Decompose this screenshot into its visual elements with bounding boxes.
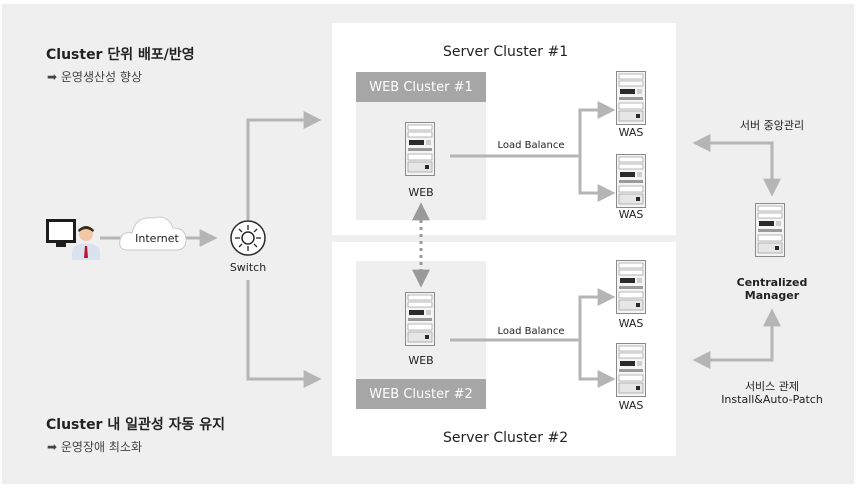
was-server-2a-icon [616, 260, 646, 318]
internet-label: Internet [135, 232, 179, 245]
bottom-note-sub-text: 운영장애 최소화 [60, 440, 142, 454]
lb1-to-was2-arrow [578, 156, 616, 202]
web-2-label: WEB [408, 354, 434, 367]
web-1-label: WEB [408, 186, 434, 199]
was-1b-label: WAS [618, 208, 644, 221]
internet-cloud-icon [119, 216, 187, 251]
was-server-2b-icon [616, 343, 646, 401]
lb2-to-was2-arrow [578, 340, 616, 388]
was-1a-label: WAS [618, 126, 644, 139]
manager-name-line2: Manager [744, 289, 800, 302]
load-balance-1-label: Load Balance [497, 140, 565, 151]
top-note-title: Cluster 단위 배포/반영 [46, 47, 195, 63]
top-note-sub-text: 운영생산성 향상 [60, 70, 142, 84]
web-cluster-2-band: WEB Cluster #2 [356, 379, 486, 409]
bottom-note-title: Cluster 내 일관성 자동 유지 [46, 417, 226, 433]
lb2-to-was1-arrow [578, 288, 616, 340]
manager-server-icon [755, 203, 785, 261]
switch-to-cluster2-arrow [246, 280, 322, 388]
bottom-note-sub: ➡ 운영장애 최소화 [47, 438, 142, 455]
switch-label: Switch [229, 261, 267, 274]
switch-to-cluster1-arrow [246, 111, 322, 220]
manager-name-line1: Centralized [736, 276, 808, 289]
web-server-2-icon [405, 292, 435, 350]
was-server-1a-icon [616, 71, 646, 129]
web-server-1-icon [405, 122, 435, 180]
top-note-sub: ➡ 운영생산성 향상 [47, 68, 142, 85]
manager-top-label: 서버 중앙관리 [739, 119, 805, 132]
user-monitor-icon [46, 219, 100, 260]
server-cluster-1-title: Server Cluster #1 [443, 44, 569, 60]
switch-icon [230, 220, 266, 256]
was-2a-label: WAS [618, 317, 644, 330]
manager-bottom-line2: Install&Auto-Patch [721, 393, 823, 406]
server-cluster-2-title: Server Cluster #2 [443, 430, 569, 446]
manager-bottom-connector [692, 308, 781, 369]
was-2b-label: WAS [618, 399, 644, 412]
load-balance-2-label: Load Balance [497, 326, 565, 337]
was-server-1b-icon [616, 154, 646, 212]
manager-bottom-line1: 서비스 관제 [744, 380, 800, 393]
arrow-icon: ➡ [47, 70, 58, 84]
manager-top-connector [692, 134, 781, 197]
web-cluster-1-band: WEB Cluster #1 [356, 72, 486, 102]
arrow-icon: ➡ [47, 440, 58, 454]
lb1-to-was1-arrow [578, 101, 616, 156]
